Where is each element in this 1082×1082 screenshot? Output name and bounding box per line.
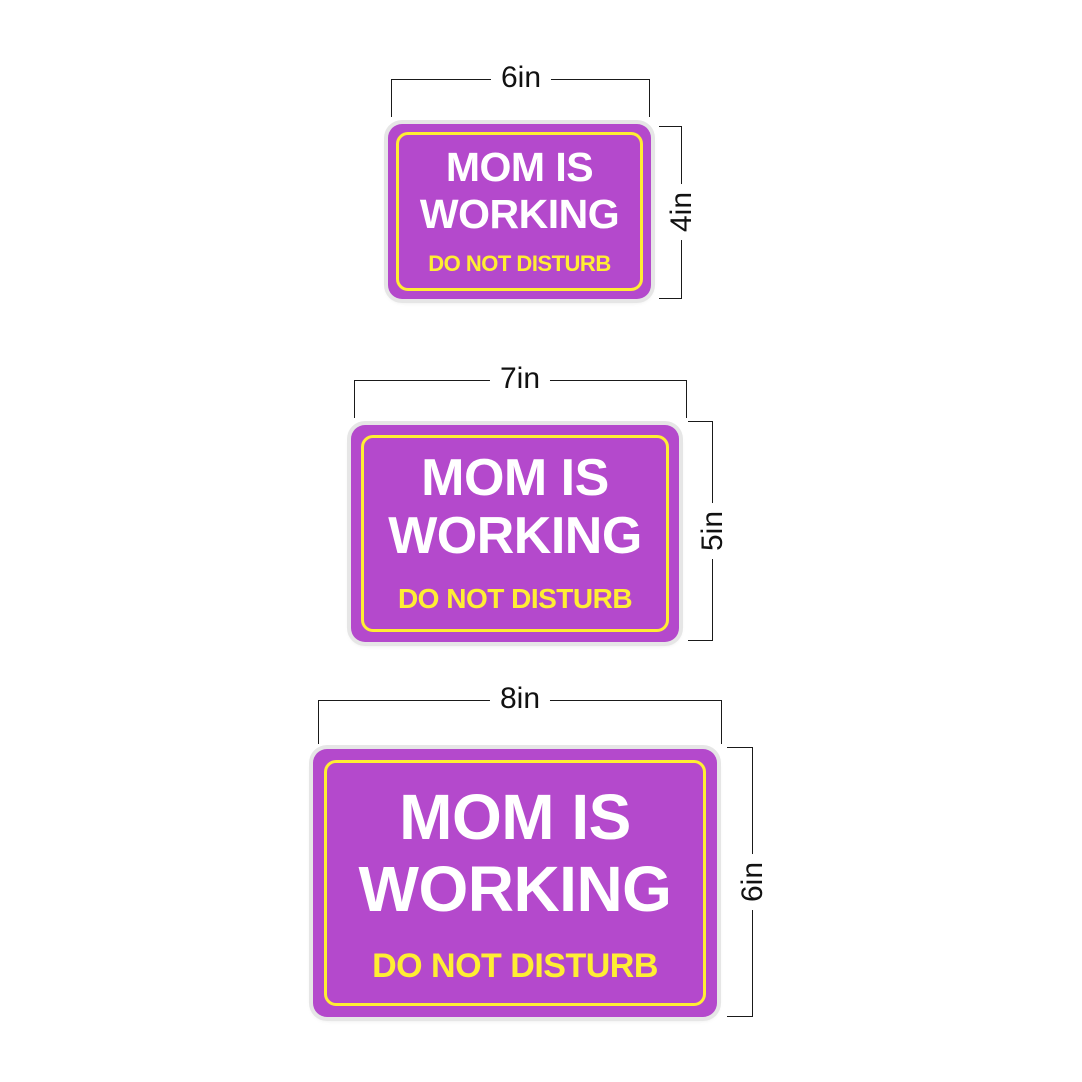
sign-inner-border xyxy=(324,760,706,1006)
sign-title-line2: WORKING xyxy=(388,507,642,565)
sign-medium: MOM IS WORKING DO NOT DISTURB xyxy=(351,425,679,642)
width-label-large: 8in xyxy=(489,682,551,716)
sign-subtitle: DO NOT DISTURB xyxy=(428,251,611,276)
sign-title-line2: WORKING xyxy=(419,191,620,237)
height-label-large: 6in xyxy=(736,853,770,911)
sign-title-line2: WORKING xyxy=(358,853,672,925)
sign-title-line1: MOM IS xyxy=(445,144,594,190)
sign-large: MOM IS WORKING DO NOT DISTURB xyxy=(313,749,717,1017)
sign-title-line1: MOM IS xyxy=(399,781,631,853)
sign-subtitle: DO NOT DISTURB xyxy=(397,583,633,614)
width-label-medium: 7in xyxy=(489,362,551,396)
sign-inner-border xyxy=(396,132,643,291)
sign-subtitle: DO NOT DISTURB xyxy=(372,947,658,985)
sign-small: MOM IS WORKING DO NOT DISTURB xyxy=(388,124,651,299)
height-label-small: 4in xyxy=(665,183,699,241)
width-label-small: 6in xyxy=(490,61,552,95)
sign-inner-border xyxy=(361,435,669,632)
height-label-medium: 5in xyxy=(696,502,730,560)
sign-title-line1: MOM IS xyxy=(421,449,609,507)
